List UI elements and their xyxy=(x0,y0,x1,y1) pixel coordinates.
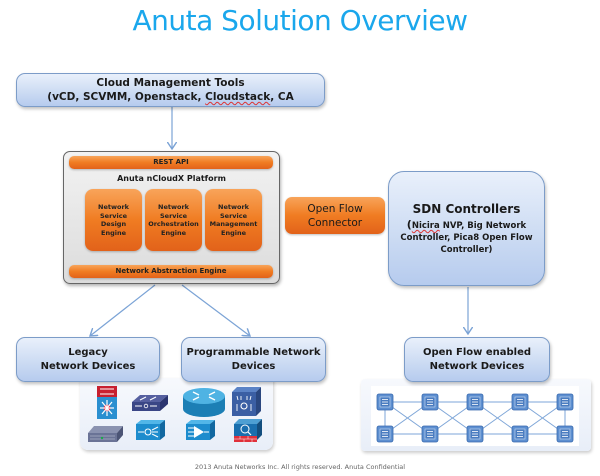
sdn-controllers-box: SDN Controllers (Nicira NVP, Big Network… xyxy=(388,171,545,286)
legacy-device-icons xyxy=(88,386,262,442)
open-flow-connector: Open Flow Connector xyxy=(285,197,385,234)
footer-copyright: 2013 Anuta Networks Inc. All rights rese… xyxy=(194,463,406,471)
arrow-platform-to-legacy xyxy=(90,284,156,336)
switch-icon xyxy=(132,395,168,411)
openflow-enabled-devices-box: Open Flow enabled Network Devices xyxy=(404,337,550,382)
page-title: Anuta Solution Overview xyxy=(132,4,468,37)
openflow-switch-icon xyxy=(421,393,439,411)
openflow-topology xyxy=(371,386,579,446)
openflow-switch-icon xyxy=(466,393,484,411)
access-point-icon xyxy=(232,387,261,416)
openflow-switch-icon xyxy=(376,393,394,411)
router-icon xyxy=(183,388,225,417)
cloud-management-tools-box: Cloud Management Tools (vCD, SCVMM, Open… xyxy=(16,73,325,107)
multilayer-switch-icon xyxy=(97,386,117,419)
sdn-list: (Nicira NVP, Big Network Controller, Pic… xyxy=(400,218,533,256)
openflow-switches xyxy=(376,393,574,443)
rest-api-bar: REST API xyxy=(69,156,273,169)
firewall-icon xyxy=(234,419,262,442)
openflow-switch-icon xyxy=(376,425,394,443)
accelerator-icon xyxy=(186,420,215,440)
openflow-switch-icon xyxy=(511,425,529,443)
network-abstraction-engine-bar: Network Abstraction Engine xyxy=(69,265,273,278)
openflow-switch-icon xyxy=(421,425,439,443)
openflow-switch-icon xyxy=(556,393,574,411)
programmable-network-devices-box: Programmable Network Devices xyxy=(181,337,326,382)
platform-name: Anuta nCloudX Platform xyxy=(117,174,226,183)
cloud-tools-title: Cloud Management Tools xyxy=(96,77,245,89)
legacy-network-devices-box: Legacy Network Devices xyxy=(16,337,160,382)
blade-switch-icon xyxy=(88,426,123,442)
cloud-tools-list: (vCD, SCVMM, Openstack, Cloudstack, CA xyxy=(47,91,294,103)
arrow-platform-to-programmable xyxy=(181,284,250,336)
load-balancer-icon xyxy=(136,420,165,440)
openflow-switch-icon xyxy=(556,425,574,443)
openflow-switch-icon xyxy=(466,425,484,443)
openflow-switch-icon xyxy=(511,393,529,411)
sdn-title: SDN Controllers xyxy=(412,202,521,216)
